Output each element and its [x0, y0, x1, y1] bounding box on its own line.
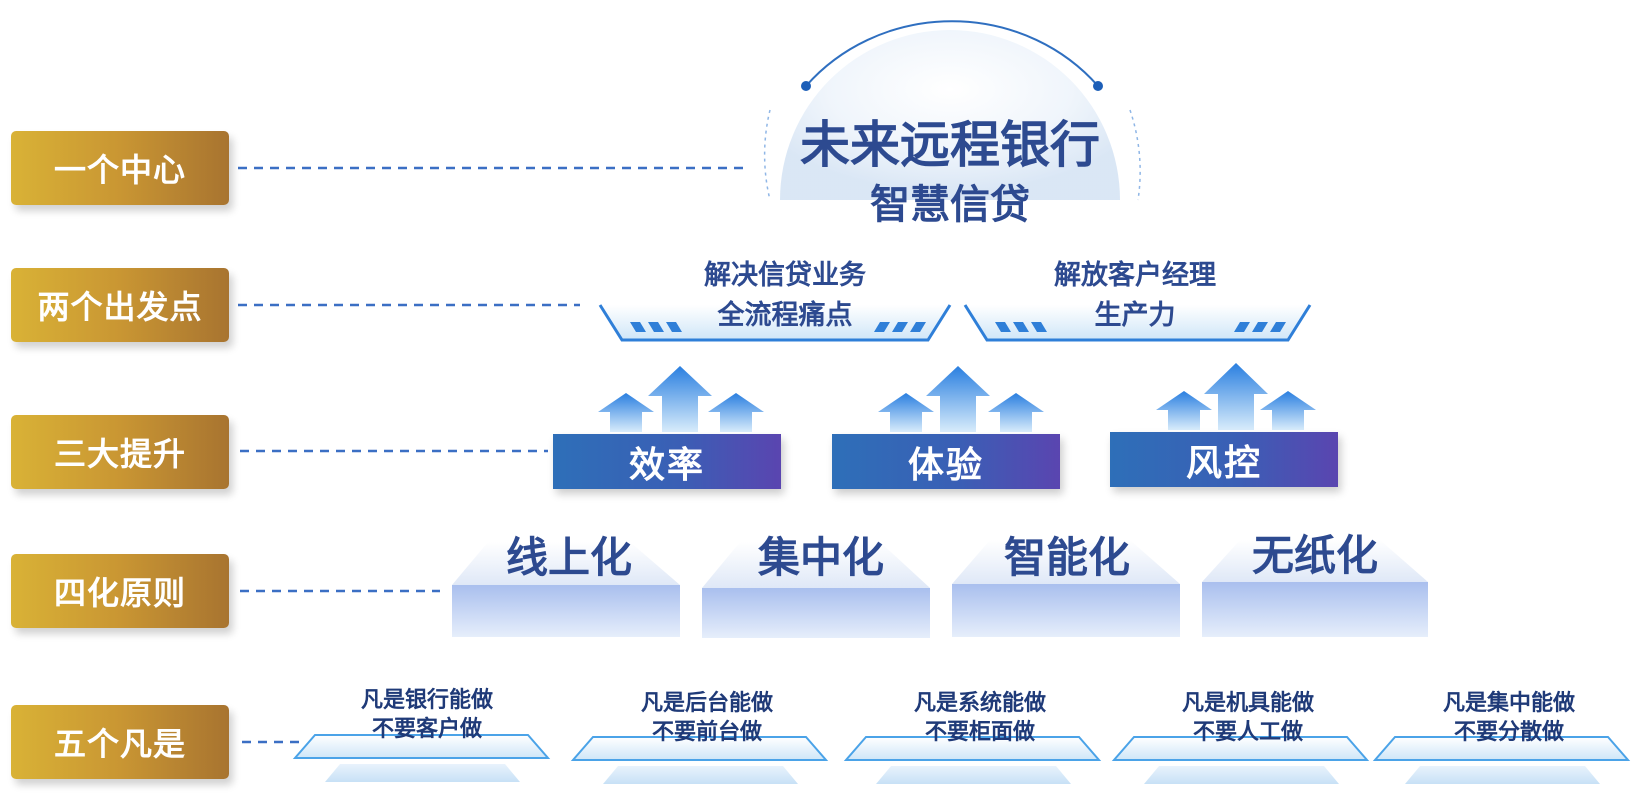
principle-online: 线上化 [505, 533, 632, 582]
rule-5-line2: 不要分散做 [1453, 720, 1564, 745]
rule-2-line2: 不要前台做 [651, 720, 762, 745]
rule-4-line1: 凡是机具能做 [1181, 691, 1314, 716]
rule-1-line2: 不要客户做 [371, 717, 482, 742]
rule-1: 凡是银行能做 不要客户做 [307, 686, 547, 744]
starting-point-tray-left [598, 304, 952, 342]
principle-platform-4 [1202, 540, 1428, 637]
principle-intelligent: 智能化 [1003, 533, 1130, 582]
rule-3: 凡是系统能做 不要柜面做 [860, 689, 1100, 747]
globe-decoration [763, 20, 1141, 201]
improvement-efficiency: 效率 [553, 434, 781, 489]
starting-point-1-line1: 解决信贷业务 [704, 260, 866, 291]
rule-tray-5 [1372, 736, 1631, 784]
principle-platform-1 [452, 542, 680, 637]
rule-4: 凡是机具能做 不要人工做 [1128, 689, 1368, 747]
arrow-group-experience [878, 366, 1044, 432]
rule-tray-3 [843, 736, 1102, 784]
arrow-group-risk-control [1156, 363, 1316, 430]
principle-paperless: 无纸化 [1251, 531, 1378, 580]
row-label-four-principles: 四化原则 [11, 554, 229, 628]
starting-point-1-line2: 全流程痛点 [717, 300, 853, 331]
principle-platform-3 [952, 540, 1180, 637]
starting-point-2: 解放客户经理 生产力 [965, 256, 1305, 336]
rule-4-line2: 不要人工做 [1192, 720, 1303, 745]
rule-2: 凡是后台能做 不要前台做 [587, 689, 827, 747]
starting-point-2-line1: 解放客户经理 [1054, 260, 1216, 291]
starting-point-tray-right [963, 304, 1312, 342]
arrow-group-efficiency [598, 366, 764, 432]
rule-tray-4 [1111, 736, 1370, 784]
rule-tray-1 [292, 734, 551, 782]
row-label-three-improvements: 三大提升 [11, 415, 229, 489]
center-title: 未来远程银行 [800, 116, 1100, 174]
principle-platform-2 [702, 542, 930, 638]
row-label-two-starting-points: 两个出发点 [11, 268, 229, 342]
rule-5: 凡是集中能做 不要分散做 [1389, 689, 1629, 747]
improvement-experience: 体验 [832, 434, 1060, 489]
improvement-risk-control: 风控 [1110, 432, 1338, 487]
starting-point-1: 解决信贷业务 全流程痛点 [615, 256, 955, 336]
center-subtitle: 智慧信贷 [870, 182, 1030, 228]
rule-5-line1: 凡是集中能做 [1442, 691, 1575, 716]
row-label-five-rules: 五个凡是 [11, 705, 229, 779]
rule-tray-2 [570, 736, 829, 784]
row-label-one-center: 一个中心 [11, 131, 229, 205]
rule-1-line1: 凡是银行能做 [360, 688, 493, 713]
rule-2-line1: 凡是后台能做 [640, 691, 773, 716]
rule-3-line2: 不要柜面做 [924, 720, 1035, 745]
principle-centralized: 集中化 [757, 533, 884, 582]
dashed-connectors [238, 166, 750, 744]
rule-3-line1: 凡是系统能做 [913, 691, 1046, 716]
starting-point-2-line2: 生产力 [1094, 300, 1176, 331]
